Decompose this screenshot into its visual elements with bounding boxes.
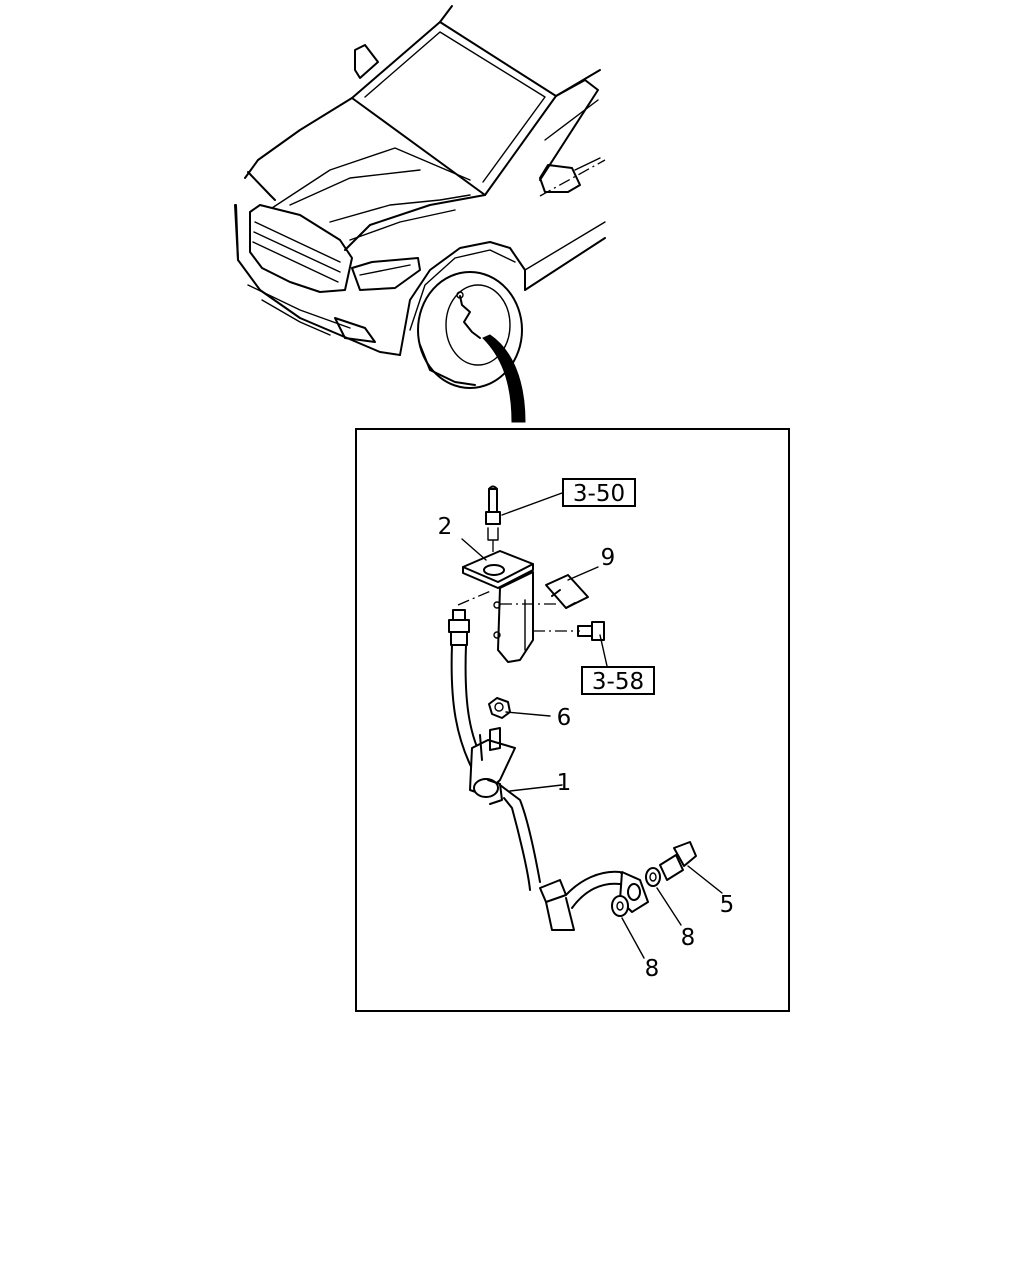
stud-bolt: [485, 485, 501, 566]
callout-5: 5: [720, 892, 735, 918]
callout-1: 1: [557, 770, 572, 796]
callout-6: 6: [557, 705, 572, 731]
clip: [545, 574, 589, 609]
nut: [488, 697, 511, 719]
union-bolt: [659, 841, 697, 881]
reference-label-3-58: 3-58: [592, 669, 644, 695]
washer-1: [611, 895, 629, 917]
bracket: [462, 550, 534, 663]
detail-parts: [448, 485, 697, 931]
callout-8-lower: 8: [645, 956, 660, 982]
washer-2: [645, 867, 661, 887]
callout-9: 9: [601, 545, 616, 571]
vehicle-overview: [234, 5, 606, 423]
callout-2: 2: [438, 514, 453, 540]
callout-8-upper: 8: [681, 925, 696, 951]
reference-box-3-58: 3-58: [581, 666, 655, 695]
reference-label-3-50: 3-50: [573, 481, 625, 507]
side-bolt: [533, 621, 605, 641]
brake-hose: [448, 589, 649, 931]
reference-box-3-50: 3-50: [562, 478, 636, 507]
detail-frame: [355, 428, 790, 1012]
leader-lines: [461, 492, 723, 959]
